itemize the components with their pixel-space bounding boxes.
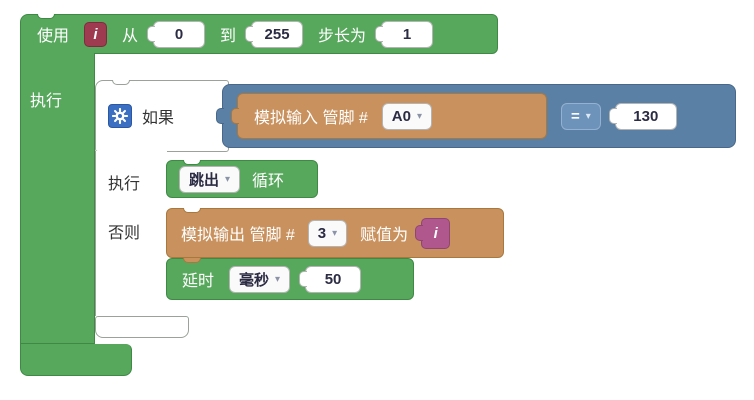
- delay-value: 50: [324, 270, 342, 288]
- if-block-spine[interactable]: [95, 151, 167, 316]
- for-loop-block-header[interactable]: 使用 i 从 0 到 255 步长为 1: [20, 14, 498, 54]
- gear-icon[interactable]: [108, 104, 132, 128]
- loop-variable-block[interactable]: i: [84, 21, 108, 47]
- loop-variable-label: i: [93, 25, 98, 43]
- delay-unit-dropdown[interactable]: 毫秒 ▾: [229, 265, 291, 293]
- break-mode-value: 跳出: [189, 171, 220, 189]
- for-to-value: 255: [264, 25, 290, 43]
- for-use-label: 使用: [37, 28, 70, 45]
- compare-value: 130: [633, 107, 659, 125]
- puzzle-tab: [147, 26, 156, 42]
- puzzle-tab: [216, 108, 224, 124]
- analog-read-label: 模拟输入 管脚 #: [254, 110, 368, 127]
- break-mode-dropdown[interactable]: 跳出 ▾: [179, 165, 241, 193]
- connector-notch: [183, 208, 201, 213]
- if-do-label: 执行: [108, 176, 141, 193]
- dropdown-arrow-icon: ▾: [275, 273, 281, 285]
- analog-write-assign-label: 赋值为: [360, 227, 409, 244]
- for-loop-footer[interactable]: [20, 344, 132, 376]
- compare-value-field[interactable]: 130: [608, 102, 677, 130]
- connector-notch: [37, 14, 55, 19]
- variable-value-label: i: [433, 224, 438, 242]
- puzzle-tab: [299, 271, 308, 287]
- delay-unit-value: 毫秒: [239, 271, 270, 289]
- for-to-label: 到: [220, 28, 237, 45]
- connector-notch: [183, 258, 201, 263]
- for-from-value: 0: [174, 25, 184, 43]
- dropdown-arrow-icon: ▾: [585, 110, 591, 122]
- puzzle-tab: [375, 26, 384, 42]
- analog-read-pin-value: A0: [391, 107, 411, 125]
- analog-read-pin-dropdown[interactable]: A0 ▾: [381, 102, 433, 130]
- for-step-label: 步长为: [318, 28, 367, 45]
- delay-label: 延时: [182, 273, 215, 290]
- analog-read-block[interactable]: 模拟输入 管脚 # A0 ▾: [231, 93, 547, 139]
- for-loop-spine[interactable]: [20, 53, 95, 344]
- puzzle-tab: [608, 108, 617, 124]
- compare-operator-dropdown[interactable]: = ▾: [561, 102, 601, 130]
- if-block-header[interactable]: 如果: [95, 80, 229, 152]
- analog-write-label: 模拟输出 管脚 #: [181, 227, 295, 244]
- for-step-field[interactable]: 1: [375, 20, 434, 48]
- for-step-value: 1: [402, 25, 412, 43]
- if-block-footer[interactable]: [95, 316, 189, 338]
- analog-write-block[interactable]: 模拟输出 管脚 # 3 ▾ 赋值为 i: [166, 208, 504, 258]
- if-label: 如果: [142, 110, 175, 127]
- dropdown-arrow-icon: ▾: [416, 110, 423, 122]
- compare-block[interactable]: 模拟输入 管脚 # A0 ▾ = ▾ 130: [216, 84, 736, 148]
- puzzle-tab: [415, 225, 424, 241]
- analog-write-pin-dropdown[interactable]: 3 ▾: [307, 219, 348, 247]
- connector-notch: [112, 80, 130, 85]
- puzzle-tab: [245, 26, 254, 42]
- break-loop-label: 循环: [252, 173, 285, 190]
- if-else-label: 否则: [108, 225, 141, 242]
- compare-operator-value: =: [571, 107, 580, 125]
- for-do-label: 执行: [30, 93, 63, 110]
- connector-notch: [183, 160, 201, 165]
- analog-write-pin-value: 3: [317, 224, 327, 242]
- dropdown-arrow-icon: ▾: [332, 227, 338, 239]
- puzzle-tab: [231, 108, 239, 124]
- for-from-field[interactable]: 0: [147, 20, 206, 48]
- dropdown-arrow-icon: ▾: [225, 173, 231, 185]
- break-block[interactable]: 跳出 ▾ 循环: [166, 160, 318, 198]
- variable-value-block[interactable]: i: [415, 217, 451, 249]
- for-to-field[interactable]: 255: [245, 20, 304, 48]
- delay-value-field[interactable]: 50: [299, 265, 362, 293]
- delay-block[interactable]: 延时 毫秒 ▾ 50: [166, 258, 414, 300]
- for-from-label: 从: [122, 28, 139, 45]
